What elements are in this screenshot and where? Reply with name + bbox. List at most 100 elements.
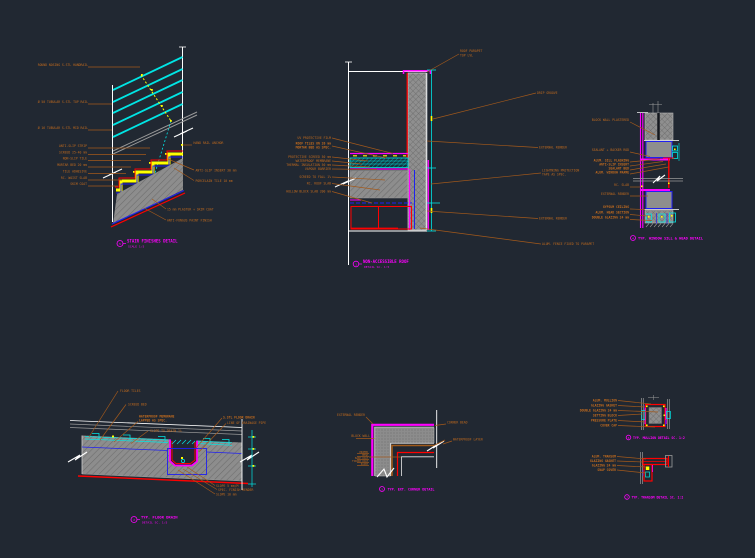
leader-label: SLOPE 5 mm/M [216, 484, 238, 488]
leader-label: SETTING BLOCK [593, 414, 617, 418]
leader-label: SEALANT + BACKER ROD [592, 148, 629, 152]
window-detail: BLOCK WALL PLASTERED SEALANT + BACKER RO… [592, 101, 704, 241]
transom-title: 7 TYP. TRANSOM DETAIL SC. 1:2 [624, 494, 684, 500]
roof-leaders [331, 53, 542, 245]
leader-label: SLOPE 10 mm [216, 493, 237, 497]
leader-label: SCREED BED [128, 403, 147, 407]
leader-label: HOLLOW BLOCK SLAB 200 mm [286, 190, 331, 194]
leader-label: RC. ROOF SLAB [307, 182, 331, 186]
stair-detail: ROUND NOSING S.STL HANDRAIL Ø 50 TUBULAR… [38, 46, 237, 249]
mullion-leaders [617, 400, 659, 428]
detail-title: TYP. TRANSOM DETAIL SC. 1:2 [632, 496, 684, 500]
leader-label: EXTERNAL RENDER [539, 217, 567, 221]
leader-label: Ø 50 TUBULAR S.STL TOP RAIL [38, 99, 88, 104]
leader-label: ALUM. SILL FLASHING [594, 159, 630, 163]
window-geometry [633, 101, 683, 228]
detail-bubble-icon [352, 260, 360, 268]
detail-title: TYP. FLOOR DRAIN [141, 515, 178, 520]
gutter-leaders [88, 390, 227, 495]
detail-bubble-number: 6 [628, 436, 630, 440]
leader-label: ANTI-SLIP INSERT 30 mm [196, 169, 237, 173]
leader-label: BLOCK WALL [351, 434, 370, 438]
window-leaders [629, 121, 669, 221]
leader-label: SLOPE TO DRAIN 1% [150, 429, 182, 433]
leader-label: UV PROTECTIVE FILM [297, 136, 331, 140]
detail-subtitle: DETAIL SC. 1:5 [142, 521, 167, 525]
detail-bubble-number: 4 [632, 236, 634, 240]
detail-subtitle: SCALE 1:5 [128, 245, 144, 249]
leader-label: 15 mm PLASTER + SKIM COAT [167, 208, 214, 212]
leader-label: PORCELAIN TILE 10 mm [196, 179, 233, 183]
leader-label: ANTI-FUNGUS PAINT FINISH [167, 219, 212, 223]
leader-label: THERMAL INSULATION 50 mm [286, 163, 331, 167]
mullion-geometry [641, 395, 671, 430]
detail-bubble-icon [624, 494, 630, 500]
leader-label: MORTAR BED AS SPEC. [296, 146, 332, 150]
mullion-labels: ALUM. MULLION GLAZING GASKET DOUBLE GLAZ… [580, 399, 617, 428]
leader-label: FLOOR TILES [120, 389, 141, 393]
leader-label: EXTERNAL RENDER [539, 146, 567, 150]
leader-label: GYPSUM CEILING [603, 205, 629, 209]
leader-label: TOP LVL [460, 54, 473, 58]
leader-label: WATERPROOF MEMBRANE [139, 415, 175, 419]
leader-label: COVER CAP [600, 424, 617, 428]
detail-bubble-number: 1 [355, 262, 357, 266]
leader-label: LIGHTNING PROTECTION [542, 169, 579, 173]
detail-title: TYP. EXT. CORNER DETAIL [388, 488, 435, 492]
leader-label: LAPPED AS SPEC. [139, 419, 167, 423]
leader-label: SPEC. FINISH RENDER [218, 488, 254, 492]
corner-detail: EXTERNAL RENDER BLOCK WALL PRIMER MESH B… [337, 410, 483, 492]
leader-label: FINISH COAT [352, 460, 368, 463]
gutter-detail: FLOOR TILES SCREED BED WATERPROOF MEMBRA… [67, 389, 266, 525]
detail-bubble-icon [630, 235, 636, 241]
roof-labels: UV PROTECTIVE FILM ROOF TILES ON 20 mm M… [286, 49, 594, 246]
roof-title: 1 NON-ACCESSIBLE ROOF DETAIL SC. 1:5 [352, 259, 409, 269]
corner-leaders [356, 416, 453, 466]
leader-label: ANTI-SLIP STRIP [59, 144, 87, 148]
detail-title: NON-ACCESSIBLE ROOF [363, 259, 409, 264]
detail-bubble-icon [625, 434, 632, 441]
leader-label: PRIMER [359, 451, 368, 454]
gutter-geometry [67, 419, 260, 490]
leader-label: DOUBLE GLAZING 24 mm [580, 409, 617, 413]
leader-label: Ø 16 TUBULAR S.STL MID RAIL [38, 125, 88, 130]
leader-label: S.STL FLOOR DRAIN [223, 416, 255, 420]
detail-title: TYP. WINDOW SILL & HEAD DETAIL [638, 237, 704, 241]
leader-label: MESH [362, 454, 368, 457]
leader-label: HAND RAIL ANCHOR [194, 141, 224, 145]
leader-label: WATERPROOF MEMBRANE [296, 159, 332, 163]
gutter-title: 2 TYP. FLOOR DRAIN DETAIL SC. 1:5 [130, 515, 178, 525]
window-title: 4 TYP. WINDOW SILL & HEAD DETAIL [630, 235, 704, 241]
leader-label: GLAZING GASKET [591, 404, 617, 408]
leader-label: DOUBLE GLAZING 24 mm [592, 216, 629, 220]
leader-label: SCREED TO FALL 1% [299, 175, 331, 179]
gutter-labels: FLOOR TILES SCREED BED WATERPROOF MEMBRA… [120, 389, 266, 497]
leader-label: CORNER BEAD [447, 421, 468, 425]
leader-label: RC. SLAB [614, 183, 629, 187]
leader-label: SKIM COAT [70, 182, 87, 186]
leader-label: EXTERNAL RENDER [601, 192, 629, 196]
detail-bubble-number: 2 [133, 518, 135, 522]
window-labels: BLOCK WALL PLASTERED SEALANT + BACKER RO… [592, 118, 629, 220]
detail-bubble-number: 5 [119, 242, 121, 246]
leader-label: GLAZING GASKET [590, 459, 616, 463]
transom-geometry [640, 452, 673, 484]
stair-labels: ROUND NOSING S.STL HANDRAIL Ø 50 TUBULAR… [38, 63, 237, 223]
leader-label: ROOF TILES ON 20 mm [296, 142, 332, 146]
leader-label: ANTI-SLIP INSERT [599, 163, 629, 167]
corner-labels: EXTERNAL RENDER BLOCK WALL PRIMER MESH B… [337, 413, 483, 466]
leader-label: ROOF PARAPET [460, 49, 482, 53]
leader-label: ALUM. TRANSOM [592, 455, 616, 459]
detail-subtitle: DETAIL SC. 1:5 [364, 265, 389, 269]
leader-label: EXTERNAL RENDER [337, 413, 365, 417]
detail-title: STAIR FINISHES DETAIL [127, 239, 178, 244]
leader-label: TAPE AS SPEC. [542, 173, 566, 177]
leader-label: ALUM. FENCE FIXED TO PARAPET [542, 242, 594, 246]
leader-label: GLAZING 24 mm [592, 464, 616, 468]
detail-bubble-icon [379, 486, 385, 492]
leader-label: BASE COAT [355, 457, 369, 460]
leader-label: LINE OF DRAINAGE PIPE [227, 421, 266, 425]
leader-label: RC. WAIST SLAB [61, 176, 87, 180]
leader-label: MORTAR BED 20 mm [57, 163, 87, 167]
detail-title: TYP. MULLION DETAIL SC. 1:2 [633, 436, 685, 440]
